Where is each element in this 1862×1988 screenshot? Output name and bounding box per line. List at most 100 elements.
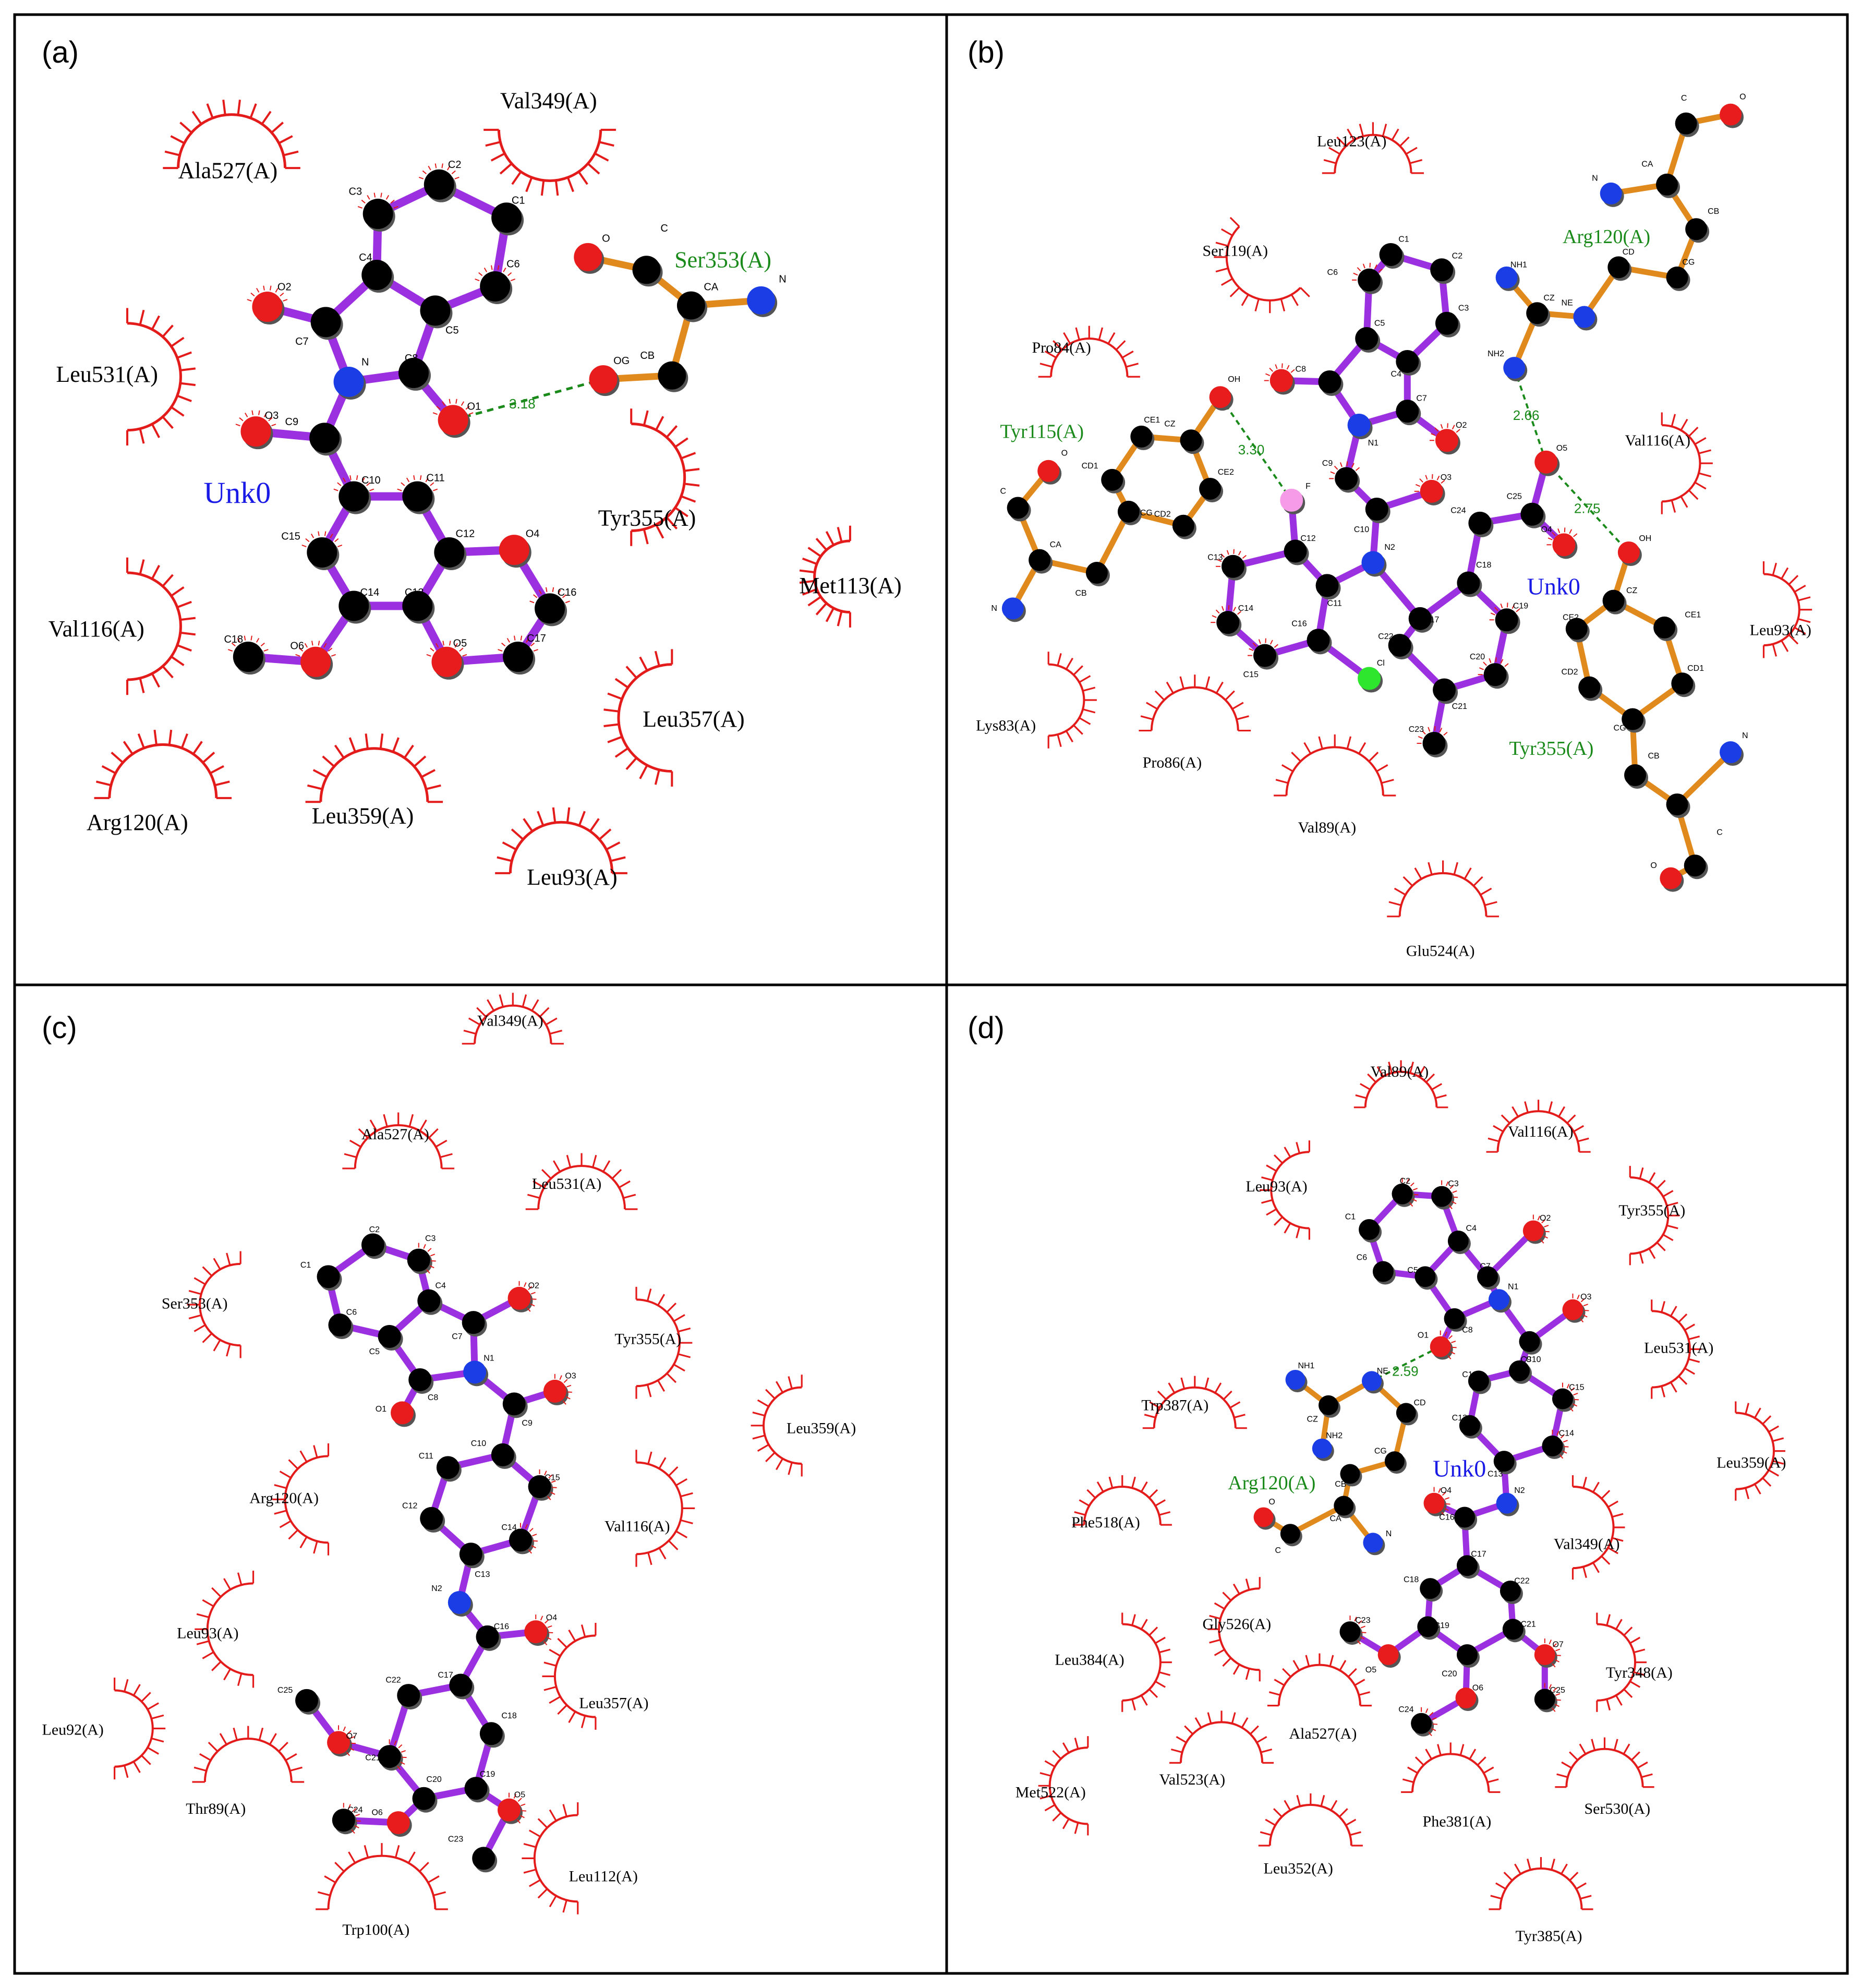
arc-spoke: [568, 1711, 576, 1724]
atom-label-C9: C9: [1520, 1355, 1531, 1364]
contact-lash: [356, 475, 358, 480]
arc-spoke: [299, 1536, 308, 1549]
contact-lash: [330, 533, 333, 538]
hydrophobic-residue-label: Tyr348(A): [1606, 1664, 1673, 1681]
ligand-atom-C4: [417, 1289, 441, 1312]
residue-atom-label-CD: CD: [1623, 248, 1635, 257]
arc-spoke: [279, 1471, 292, 1479]
contact-lash: [1566, 1383, 1570, 1389]
arc-spoke: [249, 103, 257, 118]
residue-atom-CZ: [1602, 589, 1625, 612]
contact-lash: [461, 401, 465, 406]
contact-lash: [449, 399, 451, 404]
arc-spoke: [1194, 1717, 1202, 1728]
arc-spoke: [213, 1258, 221, 1270]
arc-spoke: [1044, 351, 1057, 359]
arc-spoke: [1260, 1831, 1272, 1836]
arc-spoke: [288, 1459, 298, 1469]
residue-atom-N: [1600, 182, 1622, 204]
arc-spoke: [654, 650, 660, 667]
residue-atom-label-O: O: [1061, 449, 1068, 458]
arc-spoke: [1261, 1748, 1273, 1753]
arc-spoke: [1648, 1172, 1656, 1183]
contact-lash: [432, 412, 438, 415]
contact-lash: [1432, 474, 1433, 479]
arc-spoke: [1241, 294, 1249, 306]
atom-label-C14: C14: [360, 587, 380, 598]
arc-spoke: [1305, 1655, 1310, 1667]
ligand-atom-C13: [402, 591, 433, 621]
contact-lash: [528, 1549, 532, 1554]
residue-atom-CG: [1666, 266, 1688, 288]
ligand-atom-C9: [1519, 1331, 1540, 1352]
arc-spoke: [1079, 717, 1091, 725]
arc-spoke: [1115, 340, 1126, 351]
arc-spoke: [1234, 1414, 1246, 1419]
ligand-atom-C14: [338, 591, 369, 621]
arc-spoke: [799, 569, 815, 574]
residue-atom-label-CB: CB: [640, 350, 655, 362]
arc-spoke: [678, 1353, 691, 1358]
ligand-atom-C3: [1435, 311, 1458, 335]
residue-atom-CD: [1607, 256, 1630, 279]
contact-lash: [369, 488, 374, 491]
hydrophobic-contact-arc: [1571, 1475, 1625, 1580]
arc-spoke: [223, 1578, 232, 1590]
arc-curve: [114, 1689, 154, 1768]
contact-lash: [1500, 603, 1503, 609]
contact-lash: [354, 1825, 359, 1828]
contact-lash: [1217, 559, 1222, 562]
hydrophobic-residue-label: Gly526(A): [1202, 1616, 1271, 1633]
arc-spoke: [95, 780, 112, 787]
arc-spoke: [1688, 1335, 1700, 1340]
arc-curve: [1050, 338, 1129, 377]
atom-label-C2: C2: [369, 1225, 380, 1234]
contact-lash: [400, 1762, 405, 1765]
arc-curve: [1662, 424, 1701, 503]
arc-spoke: [674, 437, 688, 448]
contact-lash: [1412, 1188, 1418, 1191]
arc-curve: [1630, 1176, 1670, 1255]
arc-spoke: [1209, 1638, 1221, 1644]
panel-label: (b): [968, 35, 1005, 69]
contact-lash: [1547, 537, 1553, 540]
atom-label-C23: C23: [1355, 1616, 1370, 1625]
arc-spoke: [1561, 1863, 1568, 1875]
arc-spoke: [1781, 640, 1789, 652]
atom-label-C6: C6: [506, 258, 520, 270]
contact-lash: [328, 647, 333, 652]
arc-spoke: [837, 527, 843, 543]
hydrophobic-residue-label: Leu112(A): [569, 1867, 638, 1885]
contact-lash: [271, 424, 276, 427]
ligand-atom-O6: [386, 1811, 410, 1835]
hbond-residue-label: Tyr355(A): [1509, 738, 1593, 760]
ligand-name: Unk0: [1433, 1455, 1486, 1481]
arc-spoke: [1754, 1407, 1761, 1419]
contact-lash: [268, 417, 273, 421]
residue-atom-label-CZ: CZ: [1164, 419, 1176, 428]
ligand-atom-C16: [476, 1625, 499, 1648]
contact-lash: [434, 163, 437, 168]
atom-label-C7: C7: [295, 336, 309, 347]
contact-lash: [1422, 730, 1426, 735]
arc-spoke: [1648, 1248, 1656, 1259]
contact-lash: [351, 1829, 355, 1834]
contact-lash: [1506, 603, 1508, 608]
arc-spoke: [1409, 159, 1423, 164]
residue-atom-label-NE: NE: [1562, 299, 1573, 308]
residue-atom-CG: [1622, 708, 1644, 730]
ligand-atom-O1: [391, 1401, 414, 1425]
arc-spoke: [531, 999, 539, 1011]
ligand-atom-C21: [1502, 1619, 1524, 1640]
ligand-atom-N2: [1496, 1492, 1517, 1514]
arc-spoke: [680, 1519, 693, 1524]
contact-lash: [401, 482, 405, 486]
ligand-atom-N: [333, 367, 364, 397]
contact-lash: [367, 195, 370, 200]
contact-lash: [516, 1819, 521, 1824]
arc-spoke: [196, 1613, 210, 1619]
atom-label-C24: C24: [347, 1806, 362, 1815]
atom-label-C10: C10: [1526, 1355, 1541, 1364]
contact-lash: [237, 638, 240, 643]
atom-label-C22: C22: [385, 1676, 401, 1685]
